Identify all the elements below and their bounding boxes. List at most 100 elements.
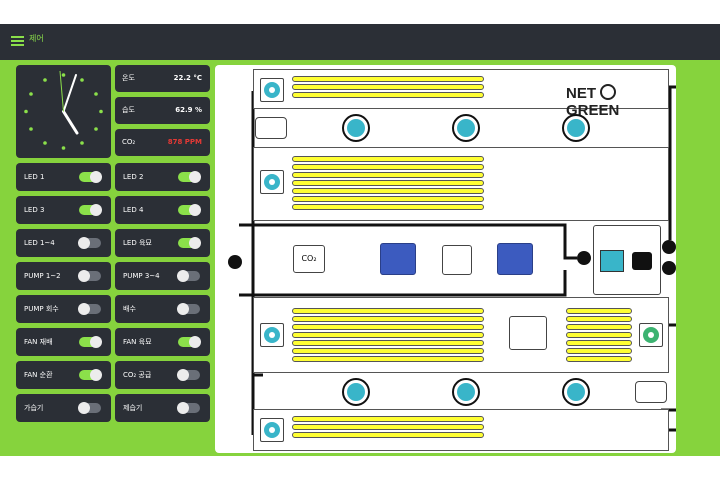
toggle-card[interactable]: LED 4 <box>115 196 210 224</box>
menu-icon[interactable] <box>11 36 24 46</box>
rack-1: NET GREEN <box>253 69 669 119</box>
switch-knob <box>177 402 189 414</box>
toggle-switch[interactable] <box>78 237 101 249</box>
toggle-card[interactable]: FAN 순환 <box>16 361 111 389</box>
sensor-label: 습도 <box>122 106 135 114</box>
toggle-card[interactable]: LED 3 <box>16 196 111 224</box>
toggle-label: FAN 재배 <box>24 338 53 346</box>
toggle-switch[interactable] <box>79 369 102 381</box>
switch-knob <box>90 336 102 348</box>
circulation-fan-icon <box>562 114 590 142</box>
toggle-switch[interactable] <box>177 369 200 381</box>
toggle-switch[interactable] <box>79 171 102 183</box>
toggle-label: LED 1 <box>24 173 45 181</box>
sensor-value: 22.2 °C <box>173 74 202 82</box>
rack-fan-icon <box>639 323 663 347</box>
heater-icon <box>635 381 667 403</box>
circulation-fan-icon <box>562 378 590 406</box>
dehumidifier-icon <box>380 243 416 275</box>
flow-arrow-right-icon <box>662 240 676 254</box>
rack-fan-icon <box>260 323 284 347</box>
analog-clock <box>16 65 111 158</box>
switch-knob <box>90 204 102 216</box>
sensor-label: CO₂ <box>122 138 136 146</box>
toggle-card[interactable]: 배수 <box>115 295 210 323</box>
toggle-label: LED 1~4 <box>24 239 55 247</box>
toggle-label: 제습기 <box>123 404 143 412</box>
toggle-card[interactable]: LED 육묘 <box>115 229 210 257</box>
sensor-card: 습도 62.9 % <box>115 97 210 124</box>
toggle-switch[interactable] <box>178 237 201 249</box>
toggle-card[interactable]: FAN 재배 <box>16 328 111 356</box>
toggle-switch[interactable] <box>177 402 200 414</box>
app-title: 제어 <box>29 34 44 43</box>
rack-4 <box>253 409 669 451</box>
toggle-label: 배수 <box>123 305 136 313</box>
toggle-label: PUMP 회수 <box>24 305 59 313</box>
toggle-label: PUMP 3~4 <box>123 272 160 280</box>
switch-knob <box>78 237 90 249</box>
toggle-card[interactable]: LED 2 <box>115 163 210 191</box>
switch-knob <box>78 270 90 282</box>
sensor-value: 878 PPM <box>167 138 202 146</box>
toggle-switch[interactable] <box>177 270 200 282</box>
flow-arrow-left-icon <box>228 255 242 269</box>
toggle-switch[interactable] <box>79 204 102 216</box>
rack-fan-icon <box>260 78 284 102</box>
switch-knob <box>189 336 201 348</box>
toggle-label: FAN 순환 <box>24 371 53 379</box>
toggle-card[interactable]: PUMP 3~4 <box>115 262 210 290</box>
toggle-switch[interactable] <box>78 402 101 414</box>
toggle-label: CO₂ 공급 <box>123 371 152 379</box>
toggle-switch[interactable] <box>178 336 201 348</box>
toggle-card[interactable]: FAN 육묘 <box>115 328 210 356</box>
thermo-icon <box>600 250 624 272</box>
faucet-icon <box>509 316 547 350</box>
toggle-label: LED 육묘 <box>123 239 152 247</box>
circulation-fan-icon <box>342 114 370 142</box>
toggle-switch[interactable] <box>79 336 102 348</box>
circulation-fan-icon <box>342 378 370 406</box>
toggle-label: PUMP 1~2 <box>24 272 61 280</box>
sensor-card: CO₂ 878 PPM <box>115 129 210 156</box>
toggle-card[interactable]: PUMP 1~2 <box>16 262 111 290</box>
toggle-card[interactable]: 제습기 <box>115 394 210 422</box>
toggle-label: LED 3 <box>24 206 45 214</box>
light-off-icon <box>442 245 472 275</box>
toggle-switch[interactable] <box>78 270 101 282</box>
switch-knob <box>78 303 90 315</box>
toggle-card[interactable]: CO₂ 공급 <box>115 361 210 389</box>
sensor-label: 온도 <box>122 74 135 82</box>
toggle-card[interactable]: LED 1~4 <box>16 229 111 257</box>
toggle-card[interactable]: 가습기 <box>16 394 111 422</box>
switch-knob <box>78 402 90 414</box>
circulation-fan-icon <box>452 114 480 142</box>
switch-knob <box>177 303 189 315</box>
toggle-card[interactable]: LED 1 <box>16 163 111 191</box>
page-footer <box>0 456 720 480</box>
toggle-switch[interactable] <box>78 303 101 315</box>
toggle-switch[interactable] <box>177 303 200 315</box>
toggle-card[interactable]: PUMP 회수 <box>16 295 111 323</box>
switch-knob <box>90 369 102 381</box>
top-app-bar: 제어 <box>0 24 720 60</box>
toggle-label: FAN 육묘 <box>123 338 152 346</box>
sensor-card: 온도 22.2 °C <box>115 65 210 92</box>
switch-knob <box>189 204 201 216</box>
rack-fan-icon <box>260 418 284 442</box>
rack-3 <box>253 297 669 373</box>
toggle-switch[interactable] <box>178 204 201 216</box>
toggle-switch[interactable] <box>178 171 201 183</box>
switch-knob <box>177 369 189 381</box>
humidifier-icon <box>497 243 533 275</box>
farm-diagram: NET GREEN CO₂ <box>215 65 676 453</box>
toggle-label: LED 2 <box>123 173 144 181</box>
switch-knob <box>90 171 102 183</box>
flow-arrow-right-icon <box>662 261 676 275</box>
rack-2 <box>253 147 669 221</box>
faucet-icon <box>632 252 652 270</box>
aircon-unit <box>593 225 661 295</box>
circulation-fan-icon <box>452 378 480 406</box>
sensor-value: 62.9 % <box>175 106 202 114</box>
co2-sensor: CO₂ <box>293 245 325 273</box>
